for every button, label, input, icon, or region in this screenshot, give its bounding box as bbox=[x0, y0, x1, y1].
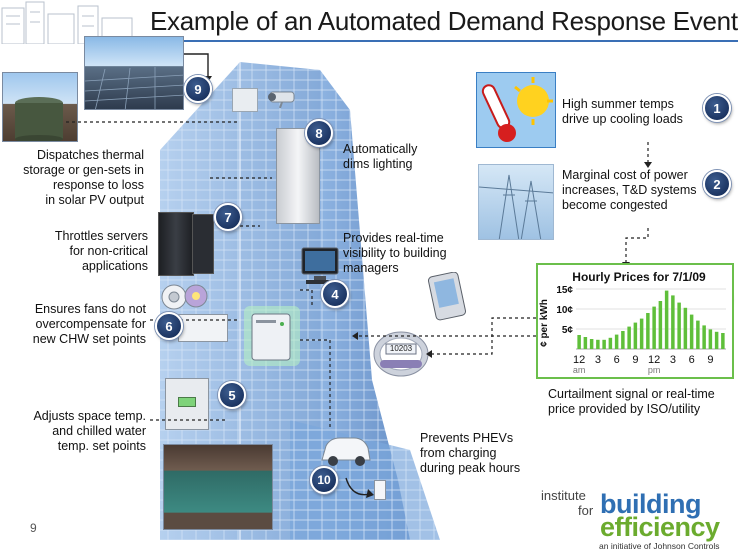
chart-bar bbox=[583, 337, 588, 349]
chart-y-tick-label: 5¢ bbox=[562, 325, 574, 336]
smart-meter-icon bbox=[373, 331, 429, 377]
chart-bar bbox=[658, 301, 663, 349]
outlet-icon bbox=[374, 480, 386, 500]
city-sketch bbox=[1, 1, 133, 44]
chart-bar bbox=[652, 306, 656, 349]
logo-building-text: building bbox=[600, 489, 701, 519]
chart-x-tick-label: 6 bbox=[689, 354, 695, 366]
logo-for-text: for bbox=[578, 503, 594, 518]
chart-bar bbox=[577, 335, 581, 349]
hourly-price-chart-frame bbox=[536, 263, 734, 379]
chiller-plant-photo bbox=[163, 444, 273, 530]
heat-thermometer-sun-icon bbox=[476, 72, 556, 148]
chart-bar bbox=[696, 320, 700, 349]
chart-bar bbox=[683, 307, 688, 349]
chart-x-tick-label: 3 bbox=[670, 354, 676, 366]
chart-bar bbox=[639, 318, 644, 349]
chart-y-tick-label: 10¢ bbox=[556, 305, 573, 316]
chart-y-axis-label: ¢ per kWh bbox=[539, 299, 550, 347]
server-rack-2-photo bbox=[192, 214, 214, 274]
phev-car-icon bbox=[321, 437, 371, 466]
chart-x-tick-label: 12 bbox=[573, 354, 585, 366]
chart-x-tick-label: 6 bbox=[614, 354, 620, 366]
chart-x-tick-label: 9 bbox=[707, 354, 713, 366]
logo-institute-text: institute bbox=[541, 488, 586, 503]
chart-x-tick-label: 3 bbox=[595, 354, 601, 366]
building-management-server-icon bbox=[244, 306, 300, 366]
chart-bar bbox=[621, 331, 625, 349]
smartphone-icon bbox=[428, 272, 467, 321]
chart-x-tick-label: 12 bbox=[648, 354, 660, 366]
chart-bar bbox=[646, 313, 650, 349]
step-badge-5: 5 bbox=[218, 381, 246, 409]
chart-bar bbox=[714, 331, 719, 349]
fan-icon bbox=[161, 284, 208, 310]
title-rule bbox=[150, 40, 738, 42]
chart-bar bbox=[602, 339, 606, 349]
step-badge-9: 9 bbox=[184, 75, 212, 103]
page-title: Example of an Automated Demand Response … bbox=[150, 6, 738, 36]
chart-x-sub-label: am bbox=[573, 365, 586, 375]
chart-bar bbox=[633, 322, 638, 349]
chart-bar bbox=[671, 295, 675, 349]
chart-title: Hourly Prices for 7/1/09 bbox=[572, 270, 706, 284]
chart-y-tick-label: 15¢ bbox=[556, 285, 573, 296]
chart-bar bbox=[677, 302, 681, 349]
server-rack-photo bbox=[158, 212, 194, 276]
chart-bar bbox=[702, 325, 706, 349]
hourly-price-chart: Hourly Prices for 7/1/09 ¢ per kWh 15¢ 10… bbox=[539, 270, 726, 375]
chart-bar bbox=[708, 329, 713, 349]
chart-bar bbox=[614, 334, 619, 349]
step-badge-2: 2 bbox=[703, 170, 731, 198]
page-number: 9 bbox=[30, 521, 37, 535]
chart-x-tick-label: 9 bbox=[632, 354, 638, 366]
logo-tagline: an initiative of Johnson Controls bbox=[599, 541, 720, 551]
chart-bar bbox=[627, 326, 631, 349]
chart-bar bbox=[664, 290, 669, 349]
step-badge-4: 4 bbox=[321, 280, 349, 308]
step-badge-6: 6 bbox=[155, 312, 183, 340]
camera-icon bbox=[268, 91, 295, 108]
thermal-storage-tank-photo bbox=[2, 72, 78, 142]
step-badge-1: 1 bbox=[703, 94, 731, 122]
chart-bar bbox=[608, 337, 613, 349]
step-badge-8: 8 bbox=[305, 119, 333, 147]
step-badge-7: 7 bbox=[214, 203, 242, 231]
chart-bar bbox=[721, 333, 725, 349]
transmission-tower-photo bbox=[478, 164, 554, 240]
chart-bar bbox=[689, 314, 694, 349]
monitor-icon bbox=[301, 247, 339, 284]
solar-pv-roof-photo bbox=[84, 36, 184, 110]
chart-x-sub-label: pm bbox=[648, 365, 661, 375]
meter-reading: 10203 bbox=[389, 344, 413, 353]
chart-bar bbox=[589, 339, 594, 349]
step-badge-10: 10 bbox=[310, 466, 338, 494]
logo-efficiency-text: efficiency bbox=[600, 512, 720, 542]
chart-bar bbox=[596, 339, 600, 349]
thermostat-sensor-photo bbox=[232, 88, 258, 112]
fan-controller-box bbox=[178, 314, 228, 342]
thermostat-panel bbox=[165, 378, 209, 430]
